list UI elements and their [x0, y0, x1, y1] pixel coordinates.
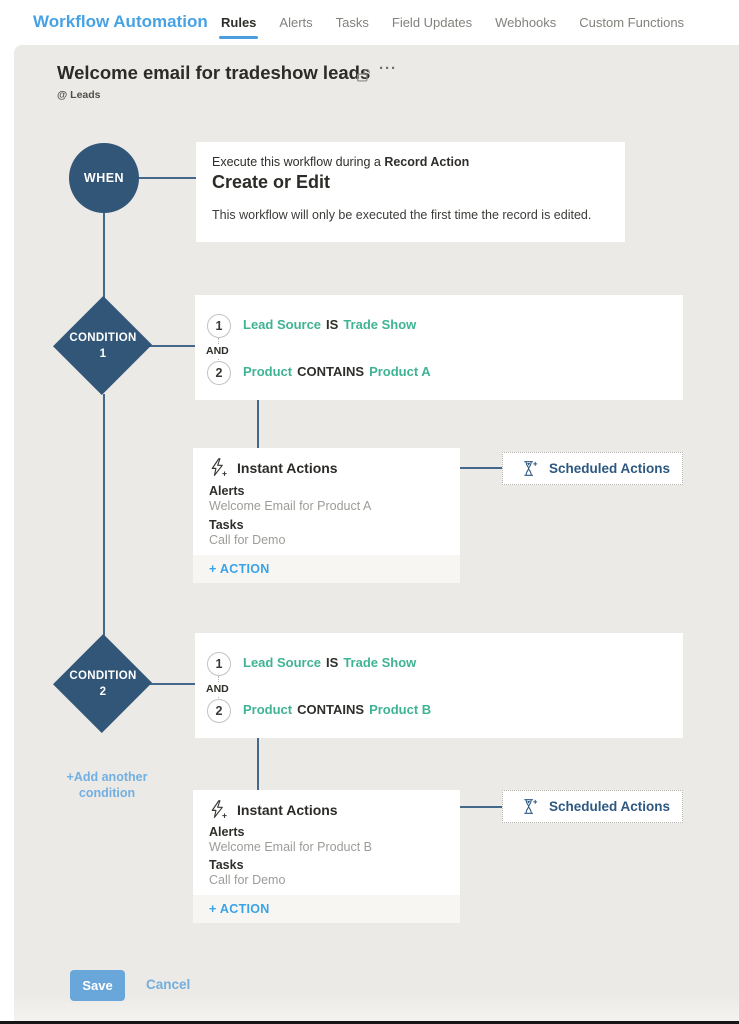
- lightning-plus-icon: [207, 799, 228, 820]
- action-group-value: Welcome Email for Product B: [209, 840, 373, 854]
- criterion-number-badge: 1: [207, 652, 231, 676]
- connector-line: [139, 177, 196, 179]
- hourglass-plus-icon: [521, 459, 538, 478]
- more-options-button[interactable]: ···: [379, 60, 397, 77]
- connector-line: [149, 683, 195, 685]
- add-another-condition-button[interactable]: +Add another condition: [66, 770, 148, 801]
- action-group-label: Alerts: [209, 825, 245, 839]
- trigger-note: This workflow will only be executed the …: [212, 208, 592, 222]
- scheduled-actions-label: Scheduled Actions: [549, 461, 671, 476]
- workflow-automation-title[interactable]: Workflow Automation: [33, 12, 208, 31]
- conjunction-label: AND: [203, 682, 232, 696]
- add-action-button[interactable]: + ACTION: [193, 895, 460, 923]
- save-button[interactable]: Save: [70, 970, 125, 1001]
- tab-alerts[interactable]: Alerts: [279, 15, 313, 30]
- instant-actions-title: Instant Actions: [237, 802, 338, 818]
- tab-bar: Rules Alerts Tasks Field Updates Webhook…: [218, 0, 685, 45]
- lightning-plus-icon: [207, 457, 228, 478]
- module-badge: @ Leads: [57, 89, 101, 101]
- tab-webhooks[interactable]: Webhooks: [495, 15, 557, 30]
- action-group-value: Welcome Email for Product A: [209, 499, 372, 513]
- criterion-number-badge: 2: [207, 361, 231, 385]
- trigger-type: Create or Edit: [212, 172, 331, 192]
- tab-field-updates[interactable]: Field Updates: [391, 15, 473, 30]
- connector-line: [257, 400, 259, 448]
- condition-2-node-label: CONDITION 2: [69, 670, 137, 698]
- scheduled-actions-label: Scheduled Actions: [549, 799, 671, 814]
- scheduled-actions-button-1[interactable]: Scheduled Actions: [502, 452, 683, 485]
- tab-tasks[interactable]: Tasks: [335, 15, 369, 30]
- screen-bottom-edge: [0, 1021, 739, 1024]
- tab-rules[interactable]: Rules: [218, 15, 259, 39]
- add-action-button[interactable]: + ACTION: [193, 555, 460, 583]
- connector-line: [103, 213, 105, 300]
- action-group-label: Tasks: [209, 518, 244, 532]
- action-group-label: Alerts: [209, 484, 245, 498]
- connector-line: [460, 806, 502, 808]
- rule-title: Welcome email for tradeshow leads: [57, 62, 371, 83]
- action-group-label: Tasks: [209, 858, 244, 872]
- condition-1-node-label: CONDITION 1: [69, 332, 137, 360]
- criterion-number-badge: 2: [207, 699, 231, 723]
- hourglass-plus-icon: [521, 797, 538, 816]
- cancel-button[interactable]: Cancel: [146, 977, 191, 992]
- when-node: WHEN: [69, 143, 139, 213]
- connector-line: [257, 738, 259, 790]
- instant-actions-card-1[interactable]: Instant Actions Alerts Welcome Email for…: [193, 448, 460, 583]
- when-card[interactable]: Execute this workflow during a Record Ac…: [196, 142, 625, 242]
- action-group-value: Call for Demo: [209, 873, 286, 887]
- top-navigation-bar: Workflow Automation Rules Alerts Tasks F…: [0, 0, 739, 45]
- connector-line: [103, 394, 105, 638]
- tab-custom-functions[interactable]: Custom Functions: [579, 15, 685, 30]
- unlock-icon[interactable]: [355, 67, 372, 83]
- trigger-description: Execute this workflow during a Record Ac…: [212, 155, 470, 169]
- criterion-number-badge: 1: [207, 314, 231, 338]
- instant-actions-card-2[interactable]: Instant Actions Alerts Welcome Email for…: [193, 790, 460, 923]
- connector-line: [460, 467, 502, 469]
- scheduled-actions-button-2[interactable]: Scheduled Actions: [502, 790, 683, 823]
- instant-actions-title: Instant Actions: [237, 460, 338, 476]
- connector-line: [149, 345, 195, 347]
- action-group-value: Call for Demo: [209, 533, 286, 547]
- conjunction-label: AND: [203, 344, 232, 358]
